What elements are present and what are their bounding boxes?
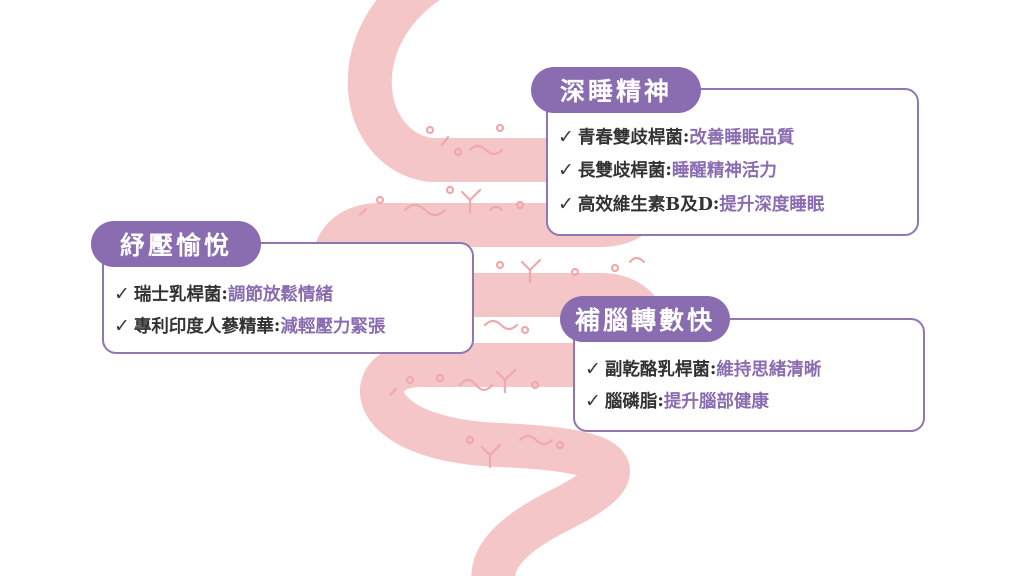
check-icon: ✓	[114, 282, 130, 305]
stress-title-pill: 紓壓愉悅	[91, 221, 261, 267]
ingredient-name: 長雙歧桿菌	[577, 161, 666, 181]
separator: :	[665, 159, 672, 180]
ingredient-name: 腦磷脂	[604, 392, 658, 412]
sleep-title-pill: 深睡精神	[531, 67, 701, 113]
ingredient-benefit: 調節放鬆情緒	[227, 285, 333, 305]
sleep-item-1: ✓ 青春雙歧桿菌:改善睡眠品質	[558, 124, 794, 149]
separator: :	[712, 193, 720, 214]
brain-item-2: ✓ 腦磷脂:提升腦部健康	[585, 388, 769, 413]
separator: :	[709, 358, 717, 379]
separator: :	[221, 283, 228, 304]
check-icon: ✓	[585, 357, 601, 380]
separator: :	[682, 126, 690, 147]
stress-item-1: ✓ 瑞士乳桿菌:調節放鬆情緒	[114, 281, 333, 306]
check-icon: ✓	[558, 158, 574, 181]
sleep-item-2: ✓ 長雙歧桿菌:睡醒精神活力	[558, 157, 777, 182]
sleep-item-3: ✓ 高效維生素B及D:提升深度睡眠	[558, 191, 824, 216]
ingredient-benefit: 減輕壓力緊張	[280, 317, 386, 337]
ingredient-name: 瑞士乳桿菌	[133, 285, 222, 305]
ingredient-benefit: 睡醒精神活力	[671, 161, 777, 181]
ingredient-name: 專利印度人蔘精華	[133, 317, 274, 337]
ingredient-benefit: 維持思緒清晰	[716, 360, 822, 380]
check-icon: ✓	[585, 389, 601, 412]
check-icon: ✓	[558, 125, 574, 148]
separator: :	[273, 315, 281, 336]
stress-title: 紓壓愉悅	[119, 231, 232, 260]
brain-title: 補腦轉數快	[574, 306, 715, 335]
ingredient-benefit: 改善睡眠品質	[689, 128, 795, 148]
stress-card	[102, 242, 474, 354]
bacteria-decorations	[358, 123, 646, 469]
stress-item-2: ✓ 專利印度人蔘精華:減輕壓力緊張	[114, 313, 385, 338]
ingredient-name: 高效維生素B及D	[577, 195, 713, 215]
ingredient-name: 青春雙歧桿菌	[577, 128, 683, 148]
ingredient-name: 副乾酪乳桿菌	[604, 360, 710, 380]
brain-item-1: ✓ 副乾酪乳桿菌:維持思緒清晰	[585, 356, 821, 381]
brain-title-pill: 補腦轉數快	[560, 296, 730, 342]
sleep-title: 深睡精神	[559, 77, 672, 106]
check-icon: ✓	[558, 192, 574, 215]
ingredient-benefit: 提升深度睡眠	[719, 195, 825, 215]
ingredient-benefit: 提升腦部健康	[663, 392, 769, 412]
brain-card	[573, 318, 925, 432]
separator: :	[657, 390, 664, 411]
check-icon: ✓	[114, 314, 130, 337]
